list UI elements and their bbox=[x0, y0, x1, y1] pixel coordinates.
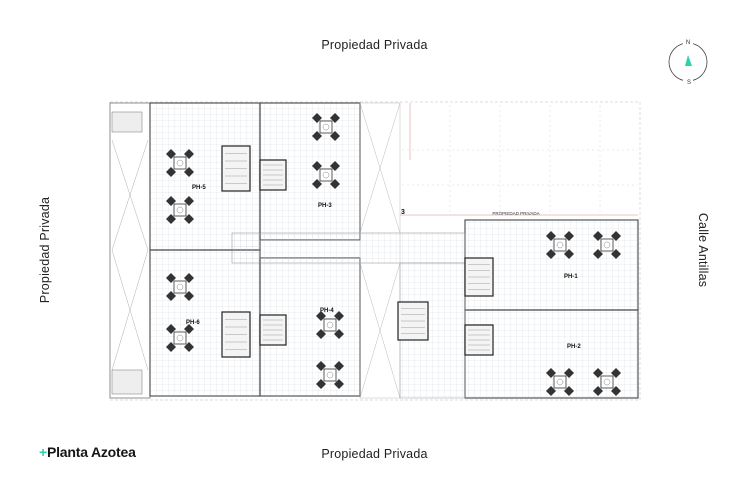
stair-core bbox=[397, 301, 429, 341]
stair-core bbox=[464, 257, 494, 297]
compass-south: S bbox=[687, 80, 691, 86]
unit-label-ph-1: PH-1 bbox=[564, 274, 578, 280]
table-with-chairs-icon bbox=[166, 196, 194, 224]
plus-icon: + bbox=[39, 444, 47, 460]
table-with-chairs-icon bbox=[593, 231, 621, 259]
table-with-chairs-icon bbox=[316, 311, 344, 339]
stair-core bbox=[221, 145, 251, 192]
compass: N S bbox=[668, 37, 708, 86]
plan-title: +Planta Azotea bbox=[39, 444, 136, 460]
stair-core bbox=[259, 159, 287, 191]
table-with-chairs-icon bbox=[546, 368, 574, 396]
table-with-chairs-icon bbox=[316, 361, 344, 389]
plan-title-text: Planta Azotea bbox=[46, 444, 136, 460]
table-with-chairs-icon bbox=[166, 324, 194, 352]
neighbor-property-label: PROPIEDAD PRIVADA bbox=[492, 211, 539, 216]
table-with-chairs-icon bbox=[166, 149, 194, 177]
table-with-chairs-icon bbox=[312, 113, 340, 141]
stair-core bbox=[259, 314, 287, 346]
unit-label-ph-4: PH-4 bbox=[320, 308, 334, 314]
unit-label-ph-2: PH-2 bbox=[567, 344, 581, 350]
stair-core bbox=[464, 324, 494, 356]
unit-label-ph-6: PH-6 bbox=[186, 320, 200, 326]
table-with-chairs-icon bbox=[166, 273, 194, 301]
stair-core bbox=[221, 311, 251, 358]
compass-north: N bbox=[686, 40, 690, 46]
boundary-bottom-label: Propiedad Privada bbox=[321, 447, 428, 461]
table-with-chairs-icon bbox=[312, 161, 340, 189]
unit-label-ph-3: PH-3 bbox=[318, 203, 332, 209]
axis-marker: 3 bbox=[401, 209, 405, 216]
boundary-top-label: Propiedad Privada bbox=[321, 38, 428, 52]
table-with-chairs-icon bbox=[593, 368, 621, 396]
north-arrow-icon bbox=[685, 55, 692, 66]
plan-drawing: 3 PROPIEDAD PRIVADA PH-5 PH-3 PH-6 PH-4 … bbox=[109, 101, 641, 401]
table-with-chairs-icon bbox=[546, 231, 574, 259]
unit-label-ph-5: PH-5 bbox=[192, 185, 206, 191]
